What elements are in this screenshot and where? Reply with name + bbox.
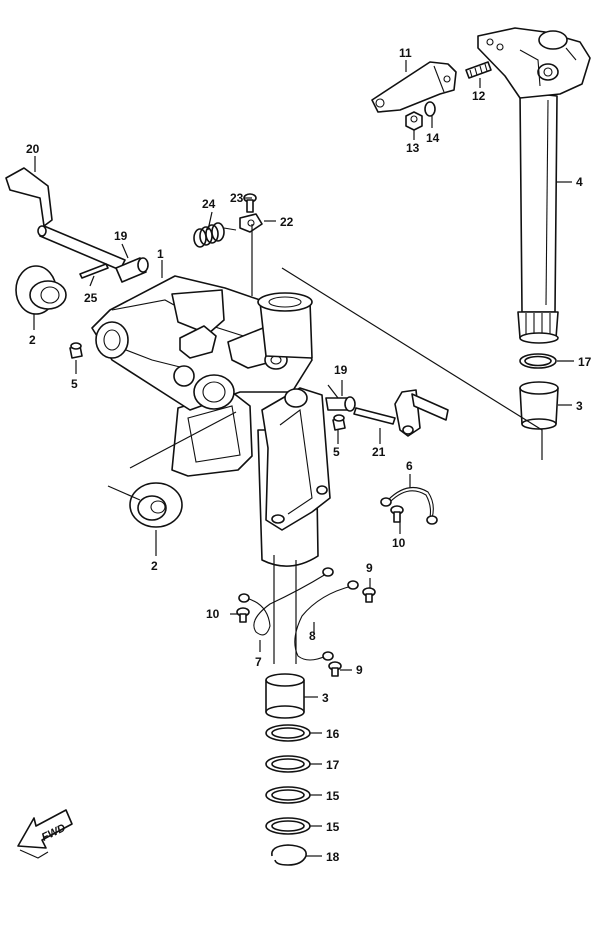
washer-15-upper	[265, 786, 311, 804]
label-14: 14	[426, 131, 440, 145]
label-16: 16	[326, 727, 340, 741]
reference-lines	[107, 224, 543, 664]
label-7: 7	[255, 655, 262, 669]
label-21: 21	[372, 445, 386, 459]
bushing-3-lower	[265, 673, 305, 719]
clip-25	[79, 263, 109, 279]
label-17a: 17	[578, 355, 592, 369]
label-13: 13	[406, 141, 420, 155]
grease-nipple-5-left	[69, 342, 83, 359]
label-24: 24	[202, 197, 216, 211]
label-23: 23	[230, 191, 244, 205]
label-20: 20	[26, 142, 40, 156]
steering-shaft	[477, 27, 591, 344]
forward-direction-arrow: FWD	[17, 809, 73, 859]
swivel-bracket	[91, 275, 331, 567]
ground-wire-8	[294, 580, 359, 661]
bolt-10-lower	[236, 607, 250, 623]
washer-17-lower	[265, 755, 311, 773]
ground-wire-6	[380, 486, 438, 525]
plate-22	[239, 213, 263, 233]
bolt-12	[465, 61, 492, 79]
washer-17-upper	[519, 353, 557, 369]
label-12: 12	[472, 89, 486, 103]
label-18: 18	[326, 850, 340, 864]
washer-14	[424, 101, 436, 117]
washer-16	[265, 724, 311, 742]
label-10b: 10	[206, 607, 220, 621]
bushing-3-upper	[519, 381, 559, 430]
label-22: 22	[280, 215, 294, 229]
label-15a: 15	[326, 789, 340, 803]
bolt-9-upper	[362, 587, 376, 603]
bushing-2-upper	[15, 265, 67, 315]
label-4: 4	[576, 175, 583, 189]
label-6: 6	[406, 459, 413, 473]
label-10a: 10	[392, 536, 406, 550]
tilt-lever-20	[5, 167, 126, 271]
nut-13	[405, 111, 423, 131]
grease-nipple-5-right	[332, 414, 346, 431]
label-5b: 5	[333, 445, 340, 459]
tilt-lever-21	[353, 389, 449, 437]
bolt-23	[243, 193, 257, 213]
label-5a: 5	[71, 377, 78, 391]
label-3a: 3	[576, 399, 583, 413]
bushing-2-lower	[129, 482, 183, 528]
throttle-bracket	[371, 61, 457, 113]
bolt-10-upper	[390, 505, 404, 523]
label-19b: 19	[334, 363, 348, 377]
label-9b: 9	[356, 663, 363, 677]
label-25: 25	[84, 291, 98, 305]
circlip-18	[271, 844, 307, 866]
label-11: 11	[399, 46, 412, 60]
bolt-9-lower	[328, 661, 342, 677]
spring-24	[193, 222, 237, 248]
part-labels: 20 24 23 22 1 19 25 2 5 11 12 13 14 4 17…	[26, 46, 592, 864]
label-19a: 19	[114, 229, 128, 243]
ground-wire-7	[238, 567, 334, 636]
label-3b: 3	[322, 691, 329, 705]
label-1: 1	[157, 247, 164, 261]
label-9a: 9	[366, 561, 373, 575]
label-2a: 2	[29, 333, 36, 347]
label-8: 8	[309, 629, 316, 643]
pin-19-right	[325, 396, 356, 412]
label-2b: 2	[151, 559, 158, 573]
leader-lines	[33, 60, 574, 857]
label-17b: 17	[326, 758, 340, 772]
label-15b: 15	[326, 820, 340, 834]
pin-19-left	[115, 257, 149, 283]
washer-15-lower	[265, 817, 311, 835]
